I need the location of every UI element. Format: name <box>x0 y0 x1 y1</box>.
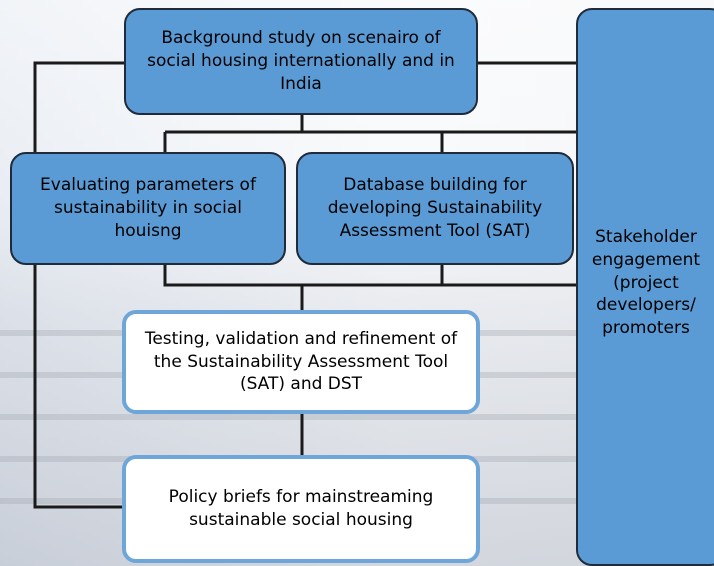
policy-briefs-label: Policy briefs for mainstreaming sustaina… <box>168 487 434 530</box>
policy-briefs-box: Policy briefs for mainstreaming sustaina… <box>122 455 480 563</box>
lower-bus-connector <box>163 263 580 287</box>
database-building-label: Database building for developing Sustain… <box>327 175 543 241</box>
background-study-box: Background study on scenairo of social h… <box>124 8 478 115</box>
testing-validation-box: Testing, validation and refinement of th… <box>122 310 480 414</box>
left-spine-connector <box>33 61 124 509</box>
evaluating-parameters-box: Evaluating parameters of sustainability … <box>10 152 286 265</box>
testing-validation-label: Testing, validation and refinement of th… <box>144 328 458 395</box>
database-building-box: Database building for developing Sustain… <box>296 152 574 265</box>
stakeholder-engagement-box: Stakeholder engagement (project develope… <box>576 8 714 566</box>
background-study-label: Background study on scenairo of social h… <box>147 28 455 94</box>
stakeholder-engagement-label: Stakeholder engagement (project develope… <box>591 226 701 339</box>
evaluating-parameters-label: Evaluating parameters of sustainability … <box>40 175 256 241</box>
